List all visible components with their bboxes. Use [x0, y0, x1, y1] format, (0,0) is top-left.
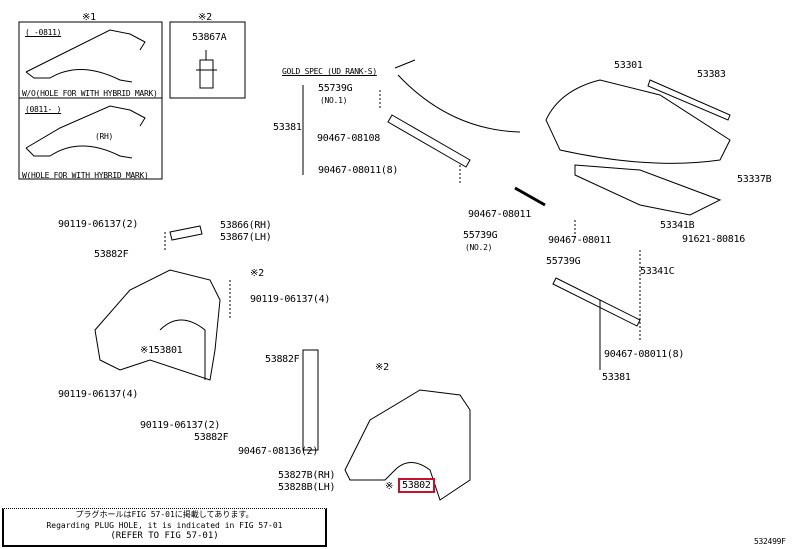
- note-line-3: (REFER TO FIG 57-01): [110, 531, 219, 541]
- part-label[interactable]: 90119-06137(4): [58, 389, 139, 400]
- note-line-2: Regarding PLUG HOLE, it is indicated in …: [46, 521, 283, 530]
- fender-liner: [94, 269, 221, 381]
- part-label[interactable]: 90119-06137(2): [58, 219, 139, 230]
- part-label[interactable]: 55739G: [318, 83, 353, 94]
- part-label[interactable]: 90467-08108: [317, 133, 380, 144]
- part-label[interactable]: 53827B(RH): [278, 470, 336, 481]
- weatherstrip-right: [552, 277, 641, 327]
- highlight-marker: ※: [385, 481, 394, 492]
- part-label[interactable]: 53828B(LH): [278, 482, 336, 493]
- part-label[interactable]: 90467-08011(8): [318, 165, 399, 176]
- part-53867A: 53867A: [192, 32, 227, 43]
- part-label: (NO.1): [320, 96, 348, 105]
- part-label[interactable]: 53381: [273, 122, 302, 133]
- plug-hole-note: プラグホールはFIG 57-01に掲載してあります。 Regarding PLU…: [2, 508, 327, 547]
- part-label[interactable]: 91621-80816: [682, 234, 745, 245]
- part-label[interactable]: 53341C: [640, 266, 675, 277]
- inset2-frame: [169, 21, 246, 99]
- inset1-bottom-caption: W(HOLE FOR WITH HYBRID MARK): [22, 171, 149, 180]
- arrow: [514, 186, 546, 207]
- part-label[interactable]: 90467-08011: [468, 209, 531, 220]
- seal: [302, 349, 319, 451]
- part-label[interactable]: 53882F: [94, 249, 129, 260]
- part-label[interactable]: 53867(LH): [220, 232, 272, 243]
- part-label[interactable]: 53866(RH): [220, 220, 272, 231]
- part-label[interactable]: 53381: [602, 372, 631, 383]
- inset1-rh-label: (RH): [95, 132, 114, 141]
- inset1-marker: ※1: [82, 12, 96, 23]
- part-label[interactable]: 55739G: [463, 230, 498, 241]
- inset2-marker: ※2: [198, 12, 212, 23]
- fender-wheel-arch: [159, 319, 206, 380]
- part-label[interactable]: 90467-08011: [548, 235, 611, 246]
- front-fender-53802: [344, 389, 471, 501]
- part-label: ※2: [250, 268, 264, 279]
- inset-fender-top: [25, 29, 146, 83]
- part-label[interactable]: 90467-08011(8): [604, 349, 685, 360]
- part-label[interactable]: 55739G: [546, 256, 581, 267]
- inset1-top-caption: W/O(HOLE FOR WITH HYBRID MARK): [22, 89, 158, 98]
- note-line-1: プラグホールはFIG 57-01に掲載してあります。: [75, 510, 254, 519]
- part-label[interactable]: 90467-08136(2): [238, 446, 319, 457]
- part-label[interactable]: 53337B: [737, 174, 772, 185]
- inset1-top-code: ( -0811): [25, 28, 62, 37]
- part-53802-highlighted[interactable]: 53802: [398, 478, 435, 493]
- inset1-bottom-frame: [18, 97, 163, 180]
- hood-front-edge: [394, 59, 521, 133]
- part-label[interactable]: 53383: [697, 69, 726, 80]
- part-label[interactable]: 90119-06137(4): [250, 294, 331, 305]
- inset-fender-bottom: [25, 105, 146, 159]
- hood-panel: [545, 79, 731, 164]
- part-label[interactable]: ※153801: [140, 345, 183, 356]
- part-label[interactable]: 53882F: [265, 354, 300, 365]
- weatherstrip-left: [387, 114, 471, 168]
- part-label[interactable]: 53341B: [660, 220, 695, 231]
- inset1-bottom-code: (0811- ): [25, 105, 62, 114]
- spec-note: GOLD SPEC (UD RANK-S): [282, 67, 377, 76]
- part-label[interactable]: 53882F: [194, 432, 229, 443]
- bracket: [169, 225, 203, 241]
- figure-id: 532499F: [754, 537, 786, 546]
- hood-inner-panel: [574, 164, 722, 216]
- part-label: (NO.2): [465, 243, 493, 252]
- hood-weatherstrip: [647, 79, 731, 121]
- part-label[interactable]: 90119-06137(2): [140, 420, 221, 431]
- part-label[interactable]: 53301: [614, 60, 643, 71]
- clip-icon: [196, 50, 217, 89]
- part-label: ※2: [375, 362, 389, 373]
